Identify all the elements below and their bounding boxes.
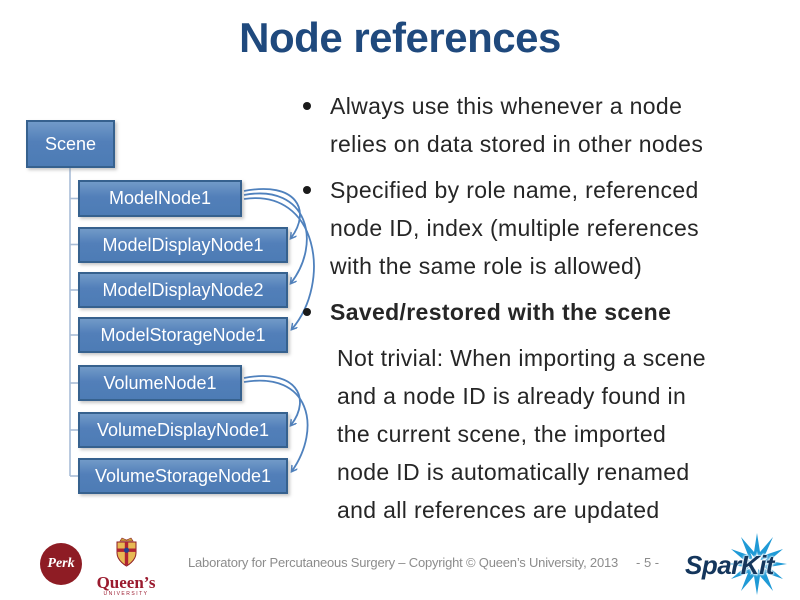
scene-box: Scene bbox=[26, 120, 115, 168]
queens-university-logo: Queen’s UNIVERSITY bbox=[92, 537, 160, 597]
bullet-marker bbox=[303, 308, 311, 316]
node-box-modeldisplaynode2: ModelDisplayNode2 bbox=[78, 272, 288, 308]
node-box-modelstoragenode1: ModelStorageNode1 bbox=[78, 317, 288, 353]
slide-title: Node references bbox=[239, 14, 561, 61]
note-paragraph: Not trivial: When importing a scene and … bbox=[337, 345, 706, 523]
node-box-modelnode1: ModelNode1 bbox=[78, 180, 242, 217]
node-box-modeldisplaynode1: ModelDisplayNode1 bbox=[78, 227, 288, 263]
page-number: - 5 - bbox=[636, 555, 660, 570]
sparkit-logo: SparKit bbox=[683, 531, 795, 597]
bullet-marker bbox=[303, 186, 311, 194]
node-box-volumestoragenode1: VolumeStorageNode1 bbox=[78, 458, 288, 494]
bullet-text: Always use this whenever a node relies o… bbox=[330, 93, 704, 157]
sparkit-logo-text: SparKit bbox=[685, 550, 774, 580]
bullet-text: Specified by role name, referenced node … bbox=[330, 177, 699, 279]
perk-lab-logo: Perk bbox=[40, 543, 82, 585]
slide-body-content: Always use this whenever a node relies o… bbox=[302, 87, 798, 529]
queens-crest-icon bbox=[116, 537, 136, 567]
bullet-marker bbox=[303, 102, 311, 110]
node-box-volumenode1: VolumeNode1 bbox=[78, 365, 242, 401]
sparkit-starburst-icon bbox=[726, 533, 787, 595]
perk-logo-text: Perk bbox=[47, 556, 75, 571]
bullet-text: Saved/restored with the scene bbox=[330, 299, 672, 325]
footer-credit: Laboratory for Percutaneous Surgery – Co… bbox=[188, 555, 619, 570]
queens-logo-text: Queen’s bbox=[96, 573, 156, 592]
bullet-item-node-references-usage: Always use this whenever a node relies o… bbox=[302, 87, 798, 163]
node-box-volumedisplaynode1: VolumeDisplayNode1 bbox=[78, 412, 288, 448]
bullet-item-saved-restored: Saved/restored with the scene bbox=[302, 293, 798, 331]
bullet-item-specified-by: Specified by role name, referenced node … bbox=[302, 171, 798, 285]
queens-logo-subtext: UNIVERSITY bbox=[103, 591, 149, 597]
